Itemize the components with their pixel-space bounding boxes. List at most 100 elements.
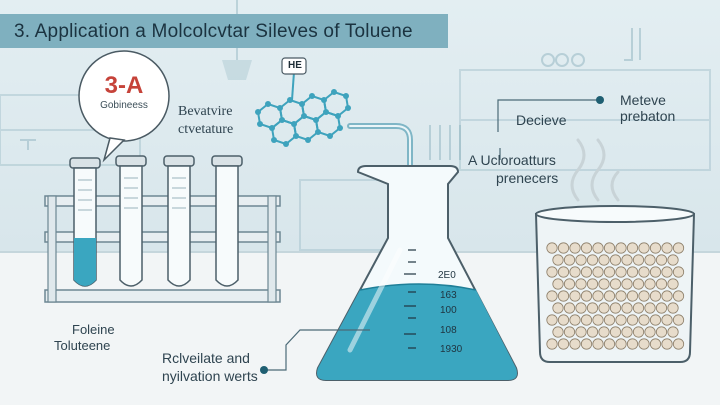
bubble-main-label: 3-A: [104, 72, 144, 99]
sieve-bead: [615, 338, 627, 350]
sieve-bead: [557, 290, 570, 302]
sieve-bead: [592, 338, 604, 350]
label-toluene: Toluteene: [54, 338, 111, 353]
sieve-bead: [667, 278, 679, 290]
sieve-bead: [661, 338, 673, 350]
sieve-bead: [672, 266, 685, 278]
sieve-bead: [569, 290, 581, 302]
sieve-bead: [638, 266, 650, 278]
sieve-bead: [626, 338, 639, 350]
sieve-bead: [615, 314, 627, 326]
sieve-bead: [638, 290, 650, 302]
flask-scale-3: 100: [440, 305, 457, 316]
sieve-bead: [649, 266, 662, 278]
test-tube-3: [163, 155, 195, 287]
sieve-bead: [552, 326, 564, 338]
speech-bubble-shape: [78, 50, 170, 163]
sieve-bead: [649, 290, 662, 302]
flask-scale-4: 108: [440, 325, 457, 336]
sieve-bead: [546, 266, 558, 278]
test-tube-2: [115, 155, 147, 287]
sieve-bead: [667, 326, 679, 338]
label-meteve-line1: Meteve: [620, 92, 666, 108]
sieve-bead: [575, 254, 587, 266]
sieve-bead: [592, 314, 604, 326]
sieve-bead: [621, 254, 633, 266]
sieve-bead: [552, 254, 564, 266]
sieve-bead: [586, 278, 599, 290]
sieve-bead: [603, 338, 616, 350]
flask-scale-1: 2E0: [438, 270, 456, 281]
sieve-bead: [644, 278, 656, 290]
sieve-bead: [672, 338, 685, 350]
sieve-bead: [649, 242, 662, 254]
sieve-beads: [546, 242, 685, 350]
sieve-bead: [563, 254, 576, 266]
molecule-atoms: [255, 89, 351, 147]
sieve-bead: [661, 290, 673, 302]
sieve-bead: [632, 254, 645, 266]
flask-scale-2: 163: [440, 290, 457, 301]
sieve-bead: [649, 338, 662, 350]
sieve-bead: [638, 314, 650, 326]
erlenmeyer-flask: [316, 165, 518, 381]
sieve-bead: [557, 242, 570, 254]
page-title: 3. Application a Molcolcvtar Sileves of …: [14, 21, 413, 42]
sieve-bead: [644, 254, 656, 266]
sieve-bead: [569, 338, 581, 350]
sieve-bead: [598, 302, 610, 314]
sieve-bead: [603, 242, 616, 254]
sieve-bead: [667, 302, 679, 314]
sieve-bead: [580, 266, 593, 278]
sieve-bead: [609, 326, 622, 338]
sieve-bead: [609, 254, 622, 266]
sieve-bead: [557, 338, 570, 350]
sieve-bead: [580, 242, 593, 254]
bubble-sub-label: Gobineess: [100, 100, 148, 111]
sieve-bead: [638, 242, 650, 254]
sieve-bead: [546, 290, 558, 302]
sieve-bead: [598, 254, 610, 266]
test-tube-rack: [44, 195, 281, 303]
sieve-bead: [569, 266, 581, 278]
steam-wisps: [570, 138, 620, 202]
label-device: Decieve: [516, 112, 567, 128]
sieve-bead: [638, 338, 650, 350]
sieve-bead: [569, 314, 581, 326]
sieve-bead: [655, 326, 668, 338]
sieve-bead: [563, 278, 576, 290]
sieve-bead: [661, 266, 673, 278]
label-ventilate-line2: nyilvation werts: [162, 368, 258, 384]
sieve-bead: [672, 290, 685, 302]
molecule-he-label: HE: [288, 60, 302, 71]
sieve-bead: [603, 290, 616, 302]
sieve-bead: [667, 254, 679, 266]
flask-scale-5: 1930: [440, 344, 463, 355]
sieve-bead: [661, 314, 673, 326]
sieve-bead: [655, 278, 668, 290]
sieve-bead: [615, 242, 627, 254]
sieve-bead: [598, 326, 610, 338]
sieve-bead: [546, 314, 558, 326]
sieve-bead: [580, 338, 593, 350]
sieve-bead: [552, 302, 564, 314]
label-meteve-line2: prebaton: [620, 108, 676, 124]
sieve-bead: [615, 290, 627, 302]
label-precursors-line1: A Ucloroatturs: [468, 152, 556, 168]
label-behavior-line1: Bevatvire: [178, 104, 233, 119]
label-foleine: Foleine: [72, 322, 115, 337]
sieve-bead: [621, 326, 633, 338]
sieve-bead: [655, 302, 668, 314]
sieve-bead: [580, 314, 593, 326]
sieve-bead: [557, 266, 570, 278]
sieve-bead: [586, 302, 599, 314]
he-label-box: [281, 57, 307, 75]
sieve-bead: [580, 290, 593, 302]
sieve-bead: [655, 254, 668, 266]
sieve-bead: [563, 326, 576, 338]
sieve-bead: [552, 278, 564, 290]
sieve-bead: [603, 314, 616, 326]
molecule-diagram: [256, 71, 350, 146]
